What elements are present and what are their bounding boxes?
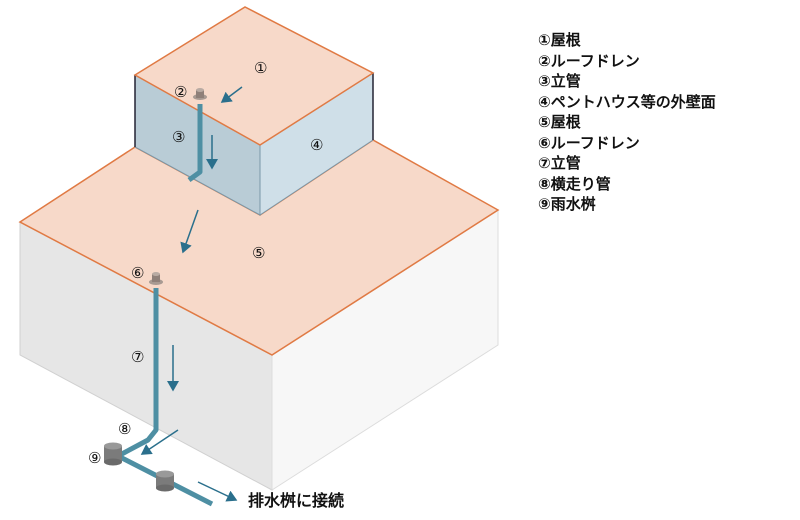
rainwater-basin-2 — [156, 470, 174, 492]
flow-arrows — [140, 86, 243, 502]
rainwater-basin — [104, 442, 122, 466]
upper-roof — [133, 6, 375, 146]
legend-item: ⑤屋根 — [538, 113, 581, 131]
legend-item: ①屋根 — [538, 31, 581, 49]
marker-2: ② — [174, 83, 187, 101]
legend-item: ⑥ルーフドレン — [538, 133, 640, 152]
marker-4: ④ — [310, 136, 323, 154]
legend: ①屋根 ②ルーフドレン ③立管 ④ペントハウス等の外壁面 ⑤屋根 ⑥ルーフドレン… — [538, 30, 716, 215]
legend-item: ④ペントハウス等の外壁面 — [538, 92, 716, 111]
lower-standpipe — [115, 272, 214, 507]
marker-9: ⑨ — [88, 449, 101, 467]
marker-7: ⑦ — [131, 348, 144, 366]
legend-item: ②ルーフドレン — [538, 51, 640, 70]
legend-item: ⑨雨水桝 — [538, 195, 596, 213]
marker-3: ③ — [172, 128, 185, 146]
upper-standpipe — [187, 88, 207, 183]
marker-1: ① — [254, 59, 267, 77]
legend-item: ③立管 — [538, 72, 581, 90]
marker-8: ⑧ — [118, 420, 131, 438]
marker-6: ⑥ — [131, 264, 144, 282]
connect-label: 排水桝に接続 — [248, 491, 345, 510]
legend-item: ⑧横走り管 — [538, 174, 611, 193]
legend-item: ⑦立管 — [538, 154, 581, 172]
marker-5: ⑤ — [252, 244, 265, 262]
